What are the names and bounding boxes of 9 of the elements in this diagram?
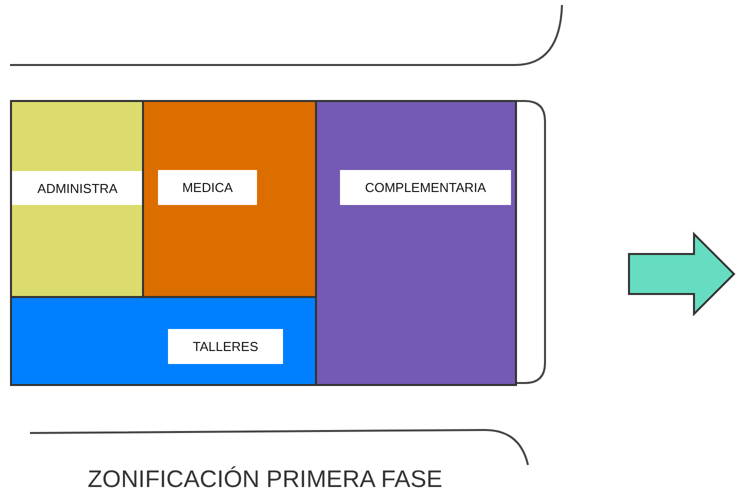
- zone-label: COMPLEMENTARIA: [340, 170, 511, 205]
- zone-area: [10, 100, 144, 298]
- zone-label: ADMINISTRA: [12, 171, 143, 205]
- zone-label: TALLERES: [168, 329, 283, 364]
- zone-label: MEDICA: [158, 170, 257, 205]
- zone-area: [142, 100, 317, 298]
- zone-area: [315, 100, 517, 386]
- caption: ZONIFICACIÓN PRIMERA FASE: [86, 466, 444, 494]
- zone-area: [10, 296, 317, 386]
